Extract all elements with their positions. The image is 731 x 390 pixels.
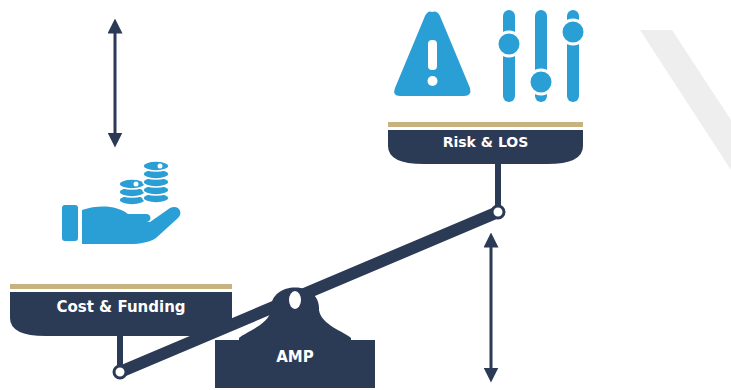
hanger-pivot	[114, 366, 126, 378]
up-down-arrow	[114, 26, 117, 140]
fulcrum-body	[215, 288, 375, 389]
scale-pan: Cost & Funding	[10, 284, 232, 336]
scale-pan: Risk & LOS	[388, 122, 583, 164]
pan-bowl	[388, 130, 583, 164]
warning-icon	[394, 12, 470, 97]
fulcrum-shape	[215, 270, 375, 388]
fulcrum-base: AMP	[215, 270, 375, 388]
node-label: Risk & LOS	[388, 134, 583, 150]
fulcrum-hole	[289, 291, 301, 309]
pan-rim	[10, 284, 232, 289]
pan-rim	[388, 122, 583, 127]
slider-controls-icon	[497, 10, 585, 102]
hanger-pivot	[492, 206, 504, 218]
node-label: AMP	[215, 348, 375, 366]
pan-bowl	[10, 292, 232, 336]
money-hand-icon	[62, 161, 180, 244]
pan-hanger	[495, 162, 501, 210]
background-swoosh	[640, 30, 731, 170]
node-label: Cost & Funding	[10, 298, 232, 316]
up-down-arrow	[490, 240, 493, 375]
